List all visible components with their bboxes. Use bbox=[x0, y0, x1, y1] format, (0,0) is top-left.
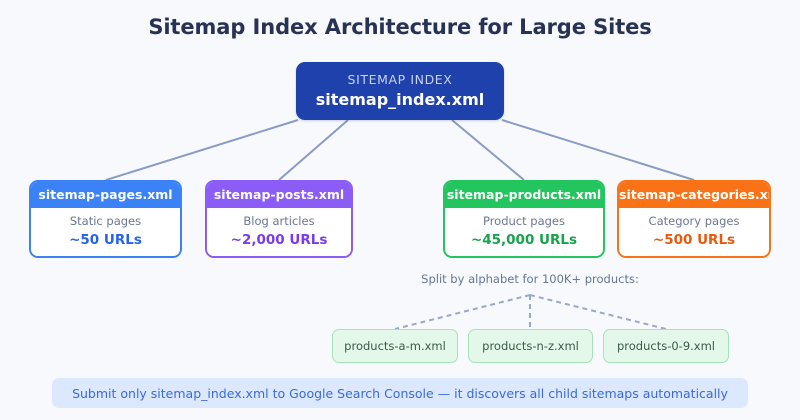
card-header-posts: sitemap-posts.xml bbox=[207, 182, 351, 208]
card-header-categories: sitemap-categories.xml bbox=[619, 182, 769, 208]
card-description-posts: Blog articles bbox=[243, 213, 315, 228]
leaf-label-n-z: products-n-z.xml bbox=[482, 339, 579, 353]
connector-root-to-pages bbox=[105, 119, 299, 181]
card-count-categories: ~500 URLs bbox=[652, 231, 736, 248]
connector-root-to-categories bbox=[501, 119, 695, 181]
card-count-products: ~45,000 URLs bbox=[470, 231, 578, 248]
node-sitemap-categories[interactable]: sitemap-categories.xml Category pages ~5… bbox=[617, 180, 771, 258]
card-description-pages: Static pages bbox=[69, 213, 142, 228]
node-sitemap-posts[interactable]: sitemap-posts.xml Blog articles ~2,000 U… bbox=[205, 180, 353, 258]
card-description-products: Product pages bbox=[482, 213, 566, 228]
footer-callout-text: Submit only sitemap_index.xml to Google … bbox=[72, 385, 728, 401]
node-products-n-z[interactable]: products-n-z.xml bbox=[468, 329, 593, 363]
card-count-pages: ~50 URLs bbox=[69, 231, 142, 248]
card-count-posts: ~2,000 URLs bbox=[230, 231, 328, 248]
page-title: Sitemap Index Architecture for Large Sit… bbox=[148, 15, 652, 39]
connector-root-to-products bbox=[451, 119, 525, 181]
leaf-label-0-9: products-0-9.xml bbox=[616, 339, 715, 353]
card-body-categories: Category pages ~500 URLs bbox=[619, 208, 769, 256]
root-node-kicker: SITEMAP INDEX bbox=[347, 71, 453, 87]
node-products-0-9[interactable]: products-0-9.xml bbox=[603, 329, 729, 363]
card-body-posts: Blog articles ~2,000 URLs bbox=[207, 208, 351, 256]
node-sitemap-pages[interactable]: sitemap-pages.xml Static pages ~50 URLs bbox=[29, 180, 182, 258]
card-header-products: sitemap-products.xml bbox=[445, 182, 603, 208]
card-body-pages: Static pages ~50 URLs bbox=[31, 208, 180, 256]
card-body-products: Product pages ~45,000 URLs bbox=[445, 208, 603, 256]
root-node-filename: sitemap_index.xml bbox=[315, 89, 485, 109]
connector-root-to-posts bbox=[278, 119, 349, 181]
connector-split-to-am bbox=[394, 294, 531, 330]
leaf-label-a-m: products-a-m.xml bbox=[344, 339, 446, 353]
card-header-pages: sitemap-pages.xml bbox=[31, 182, 180, 208]
connector-split-to-09 bbox=[529, 294, 667, 330]
card-description-categories: Category pages bbox=[648, 213, 740, 228]
node-sitemap-index[interactable]: SITEMAP INDEX sitemap_index.xml bbox=[296, 62, 504, 120]
node-products-a-m[interactable]: products-a-m.xml bbox=[332, 329, 458, 363]
split-note-label: Split by alphabet for 100K+ products: bbox=[421, 272, 639, 286]
node-sitemap-products[interactable]: sitemap-products.xml Product pages ~45,0… bbox=[443, 180, 605, 258]
footer-callout-banner: Submit only sitemap_index.xml to Google … bbox=[52, 378, 748, 408]
